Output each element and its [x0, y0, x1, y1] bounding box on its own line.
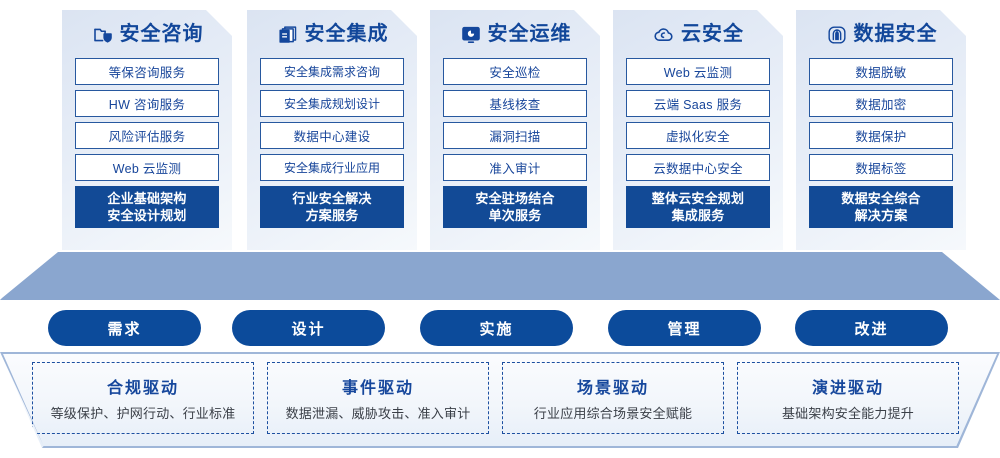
- driver-title: 事件驱动: [341, 380, 414, 397]
- card-footer-highlight[interactable]: 数据安全综合 解决方案: [809, 186, 953, 228]
- card-item[interactable]: 数据标签: [809, 154, 953, 181]
- documents-stack-icon: [278, 25, 298, 45]
- card-items: 等保咨询服务 HW 咨询服务 风险评估服务 Web 云监测 企业基础架构 安全设…: [62, 58, 232, 228]
- card-footer-line2: 单次服务: [488, 208, 542, 223]
- platform-banner: 神州信息一体化智慧运维: [0, 252, 1000, 300]
- card-footer-line2: 集成服务: [671, 208, 725, 223]
- card-header: 云安全: [613, 10, 783, 58]
- card-header: 安全咨询: [62, 10, 232, 58]
- card-item[interactable]: 云数据中心安全: [626, 154, 770, 181]
- capability-card-security-operations[interactable]: 安全运维 安全巡检 基线核查 漏洞扫描 准入审计 安全驻场结合 单次服务: [430, 10, 600, 250]
- lifecycle-pill-design[interactable]: 设计: [232, 310, 385, 346]
- card-item[interactable]: 风险评估服务: [75, 122, 219, 149]
- driver-box-evolution[interactable]: 演进驱动 基础架构安全能力提升: [737, 362, 959, 434]
- card-item[interactable]: 漏洞扫描: [443, 122, 587, 149]
- driver-title: 场景驱动: [576, 380, 649, 397]
- card-title: 数据安全: [853, 23, 938, 45]
- card-footer-highlight[interactable]: 整体云安全规划 集成服务: [626, 186, 770, 228]
- card-items: 数据脱敏 数据加密 数据保护 数据标签 数据安全综合 解决方案: [796, 58, 966, 228]
- card-item[interactable]: 数据中心建设: [260, 122, 404, 149]
- fingerprint-icon: [827, 25, 847, 45]
- drivers-panel: 合规驱动 等级保护、护网行动、行业标准 事件驱动 数据泄漏、威胁攻击、准入审计 …: [0, 352, 1000, 448]
- driver-description: 等级保护、护网行动、行业标准: [50, 406, 236, 421]
- capability-card-cloud-security[interactable]: 云安全 Web 云监测 云端 Saas 服务 虚拟化安全 云数据中心安全 整体云…: [613, 10, 783, 250]
- capability-card-security-consulting[interactable]: 安全咨询 等保咨询服务 HW 咨询服务 风险评估服务 Web 云监测 企业基础架…: [62, 10, 232, 250]
- driver-description: 行业应用综合场景安全赋能: [533, 406, 693, 421]
- card-item[interactable]: Web 云监测: [75, 154, 219, 181]
- card-items: 安全巡检 基线核查 漏洞扫描 准入审计 安全驻场结合 单次服务: [430, 58, 600, 228]
- card-item[interactable]: 安全集成行业应用: [260, 154, 404, 181]
- driver-title: 演进驱动: [811, 380, 884, 397]
- card-title: 安全咨询: [119, 23, 204, 45]
- card-footer-line1: 安全驻场结合: [475, 190, 555, 206]
- card-item[interactable]: 基线核查: [443, 90, 587, 117]
- card-item[interactable]: 云端 Saas 服务: [626, 90, 770, 117]
- card-header: 安全运维: [430, 10, 600, 58]
- card-title: 安全集成: [304, 23, 389, 45]
- monitor-chart-icon: [461, 25, 481, 45]
- driver-box-compliance[interactable]: 合规驱动 等级保护、护网行动、行业标准: [32, 362, 254, 434]
- card-item[interactable]: 数据加密: [809, 90, 953, 117]
- card-header: 安全集成: [247, 10, 417, 58]
- card-item[interactable]: HW 咨询服务: [75, 90, 219, 117]
- capability-card-security-integration[interactable]: 安全集成 安全集成需求咨询 安全集成规划设计 数据中心建设 安全集成行业应用 行…: [247, 10, 417, 250]
- card-footer-line2: 安全设计规划: [107, 208, 187, 223]
- card-item[interactable]: 安全集成需求咨询: [260, 58, 404, 85]
- card-header: 数据安全: [796, 10, 966, 58]
- card-footer-highlight[interactable]: 企业基础架构 安全设计规划: [75, 186, 219, 228]
- driver-box-scenario[interactable]: 场景驱动 行业应用综合场景安全赋能: [502, 362, 724, 434]
- platform-banner-title: 神州信息一体化智慧运维: [362, 264, 638, 290]
- card-items: 安全集成需求咨询 安全集成规划设计 数据中心建设 安全集成行业应用 行业安全解决…: [247, 58, 417, 228]
- card-footer-line1: 行业安全解决: [292, 190, 372, 206]
- driver-box-incident[interactable]: 事件驱动 数据泄漏、威胁攻击、准入审计: [267, 362, 489, 434]
- card-title: 云安全: [681, 23, 744, 45]
- driver-description: 基础架构安全能力提升: [781, 406, 914, 421]
- card-footer-line1: 企业基础架构: [107, 190, 187, 206]
- card-footer-line2: 方案服务: [305, 208, 359, 223]
- card-footer-line1: 整体云安全规划: [651, 190, 745, 206]
- card-item[interactable]: 等保咨询服务: [75, 58, 219, 85]
- card-footer-line1: 数据安全综合: [841, 190, 921, 206]
- driver-description: 数据泄漏、威胁攻击、准入审计: [285, 406, 471, 421]
- card-item[interactable]: 安全集成规划设计: [260, 90, 404, 117]
- lifecycle-pill-management[interactable]: 管理: [608, 310, 761, 346]
- card-item[interactable]: 数据保护: [809, 122, 953, 149]
- lifecycle-pill-implementation[interactable]: 实施: [420, 310, 573, 346]
- card-item[interactable]: 安全巡检: [443, 58, 587, 85]
- card-footer-line2: 解决方案: [854, 208, 908, 223]
- card-item[interactable]: Web 云监测: [626, 58, 770, 85]
- lifecycle-pill-requirement[interactable]: 需求: [48, 310, 201, 346]
- cloud-icon: [654, 25, 674, 45]
- card-item[interactable]: 数据脱敏: [809, 58, 953, 85]
- lifecycle-pill-improvement[interactable]: 改进: [795, 310, 948, 346]
- card-item[interactable]: 准入审计: [443, 154, 587, 181]
- capability-cards-row: 安全咨询 等保咨询服务 HW 咨询服务 风险评估服务 Web 云监测 企业基础架…: [0, 0, 1000, 252]
- card-footer-highlight[interactable]: 安全驻场结合 单次服务: [443, 186, 587, 228]
- lifecycle-pills-row: 需求 设计 实施 管理 改进: [0, 310, 1000, 346]
- driver-title: 合规驱动: [106, 380, 179, 397]
- card-items: Web 云监测 云端 Saas 服务 虚拟化安全 云数据中心安全 整体云安全规划…: [613, 58, 783, 228]
- card-title: 安全运维: [487, 23, 572, 45]
- folder-shield-icon: [93, 25, 113, 45]
- card-item[interactable]: 虚拟化安全: [626, 122, 770, 149]
- card-footer-highlight[interactable]: 行业安全解决 方案服务: [260, 186, 404, 228]
- capability-card-data-security[interactable]: 数据安全 数据脱敏 数据加密 数据保护 数据标签 数据安全综合 解决方案: [796, 10, 966, 250]
